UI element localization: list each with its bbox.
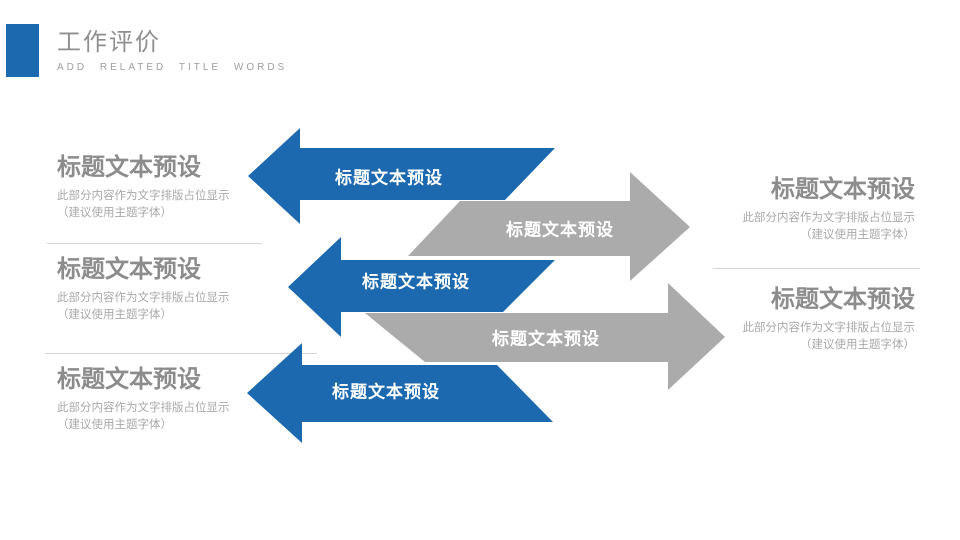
page-subtitle: ADD RELATED TITLE WORDS — [57, 62, 288, 73]
text-block-left-3: 标题文本预设 此部分内容作为文字排版占位显示 （建议使用主题字体） — [57, 367, 230, 434]
desc-line-2: （建议使用主题字体） — [57, 207, 172, 219]
block-description: 此部分内容作为文字排版占位显示 （建议使用主题字体） — [743, 320, 916, 354]
block-description: 此部分内容作为文字排版占位显示 （建议使用主题字体） — [743, 210, 916, 244]
arrow-label: 标题文本预设 — [332, 382, 440, 402]
desc-line-2: （建议使用主题字体） — [57, 419, 172, 431]
separator-line-right-1 — [713, 268, 920, 269]
desc-line-1: 此部分内容作为文字排版占位显示 — [57, 292, 230, 304]
block-description: 此部分内容作为文字排版占位显示 （建议使用主题字体） — [57, 290, 230, 324]
block-title: 标题文本预设 — [57, 154, 201, 181]
page-title: 工作评价 — [57, 29, 161, 56]
block-title: 标题文本预设 — [771, 176, 915, 203]
text-block-left-2: 标题文本预设 此部分内容作为文字排版占位显示 （建议使用主题字体） — [57, 257, 230, 324]
block-title: 标题文本预设 — [57, 256, 201, 283]
block-description: 此部分内容作为文字排版占位显示 （建议使用主题字体） — [57, 188, 230, 222]
text-block-right-1: 标题文本预设 此部分内容作为文字排版占位显示 （建议使用主题字体） — [743, 177, 916, 244]
desc-line-2: （建议使用主题字体） — [800, 229, 915, 241]
arrow-label: 标题文本预设 — [506, 220, 614, 240]
block-title: 标题文本预设 — [57, 366, 201, 393]
desc-line-1: 此部分内容作为文字排版占位显示 — [57, 190, 230, 202]
desc-line-1: 此部分内容作为文字排版占位显示 — [742, 212, 916, 224]
desc-line-2: （建议使用主题字体） — [57, 309, 172, 321]
arrow-label: 标题文本预设 — [362, 272, 470, 292]
separator-line-left-2 — [45, 353, 317, 354]
header-accent-square — [6, 24, 39, 77]
text-block-left-1: 标题文本预设 此部分内容作为文字排版占位显示 （建议使用主题字体） — [57, 155, 230, 222]
block-description: 此部分内容作为文字排版占位显示 （建议使用主题字体） — [57, 400, 230, 434]
separator-line-left-1 — [47, 243, 262, 244]
desc-line-1: 此部分内容作为文字排版占位显示 — [742, 322, 916, 334]
block-title: 标题文本预设 — [771, 286, 915, 313]
desc-line-2: （建议使用主题字体） — [800, 339, 915, 351]
text-block-right-2: 标题文本预设 此部分内容作为文字排版占位显示 （建议使用主题字体） — [743, 287, 916, 354]
arrow-label: 标题文本预设 — [335, 168, 443, 188]
arrow-label: 标题文本预设 — [492, 329, 600, 349]
desc-line-1: 此部分内容作为文字排版占位显示 — [57, 402, 230, 414]
